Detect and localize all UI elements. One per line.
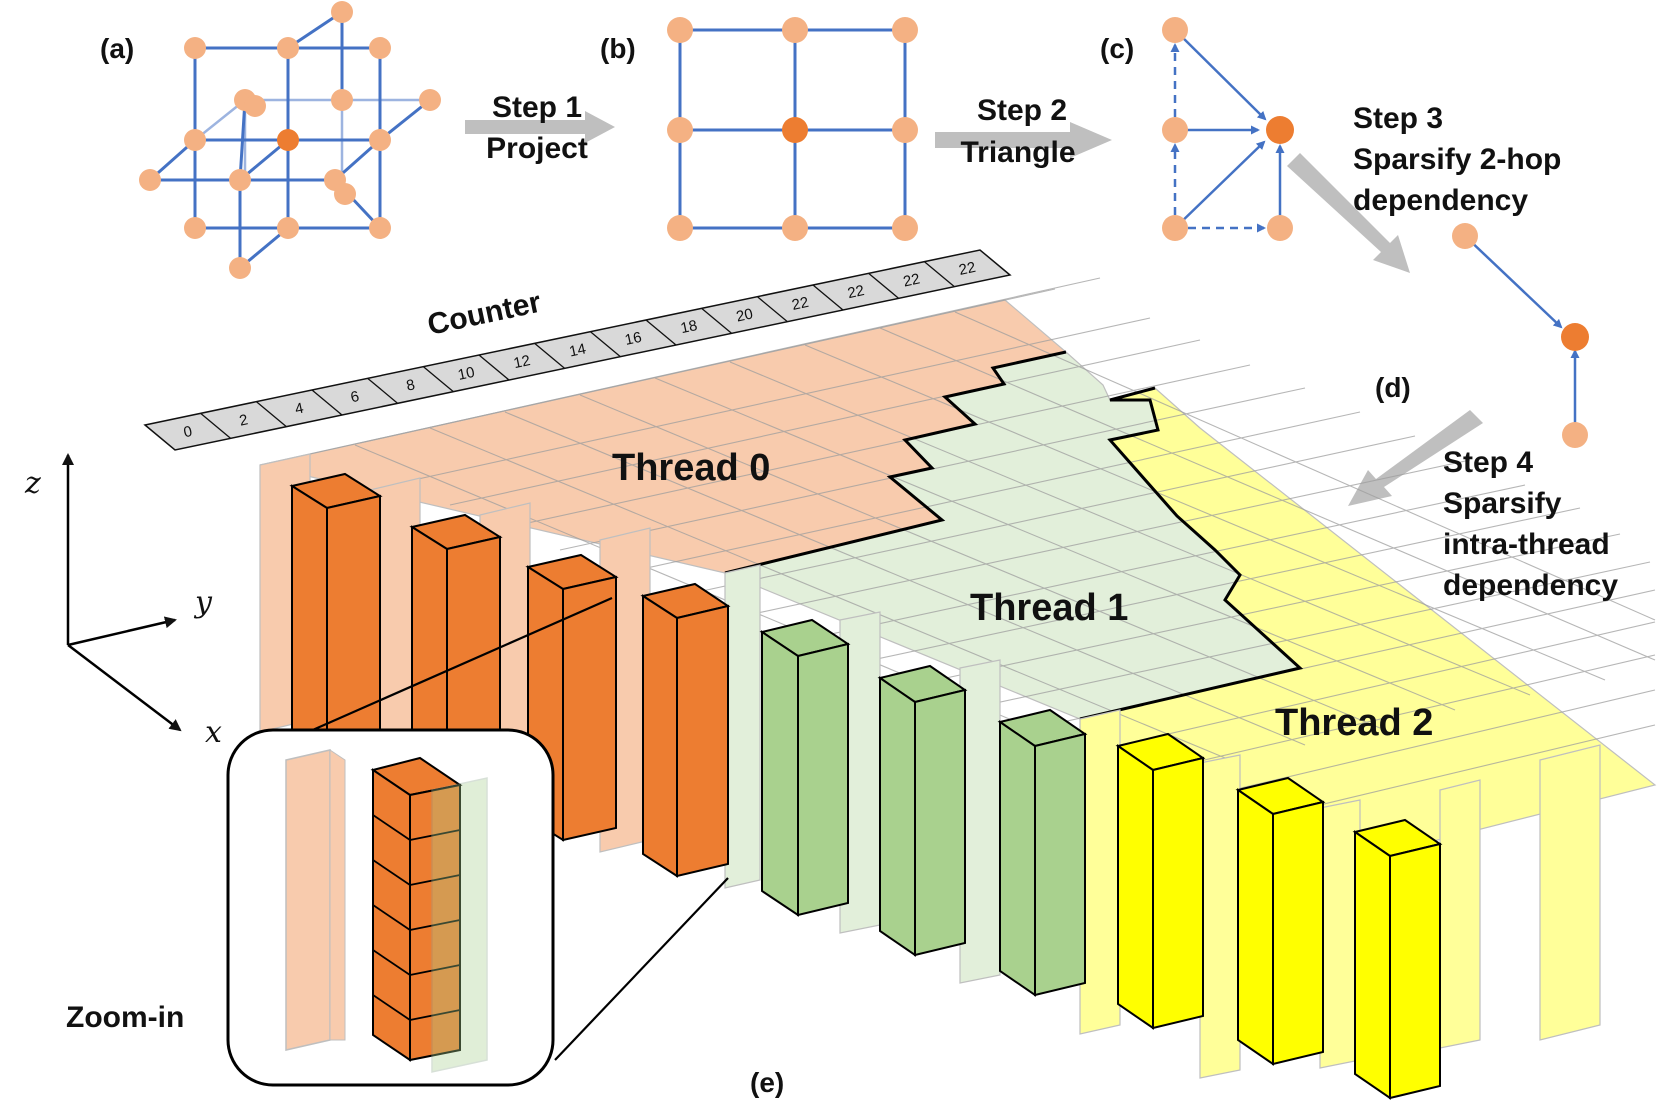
panel-label-e: (e) xyxy=(750,1067,784,1098)
counter-divider xyxy=(367,377,399,404)
thread2-label: Thread 2 xyxy=(1275,702,1433,744)
counter-divider xyxy=(255,401,287,428)
triangle-graph xyxy=(1170,29,1285,233)
thread1-label: Thread 1 xyxy=(970,587,1128,629)
step1-arrow xyxy=(465,111,615,143)
axis-y-label: y xyxy=(193,585,213,620)
counter-divider xyxy=(812,284,844,311)
lattice-nodes xyxy=(139,1,441,279)
panel-label-b: (b) xyxy=(600,33,636,64)
grid-nodes xyxy=(667,17,918,241)
counter-divider xyxy=(645,319,677,346)
counter-cell-value: 0 xyxy=(182,423,194,441)
step2-desc: Triangle xyxy=(960,136,1075,169)
chain-nodes xyxy=(1452,223,1589,448)
counter-cell-value: 12 xyxy=(512,352,532,372)
thread2-bars xyxy=(1115,732,1443,1100)
sparse-chain xyxy=(1464,235,1580,435)
counter-divider xyxy=(756,296,788,323)
step3-arrow xyxy=(1287,153,1410,273)
counter-divider xyxy=(868,272,900,299)
counter-cell-value: 16 xyxy=(623,329,643,349)
counter-cell-value: 22 xyxy=(957,259,977,279)
grid-lines xyxy=(309,277,1656,831)
step4-title: Step 4 xyxy=(1443,446,1533,479)
counter-cell-value: 18 xyxy=(679,317,699,337)
panel-label-a: (a) xyxy=(100,33,134,64)
counter-strip: 0 2 4 6 8 10 12 14 16 18 20 22 22 22 22 xyxy=(143,249,1012,451)
counter-divider xyxy=(589,331,621,358)
step1-desc: Project xyxy=(486,132,588,165)
counter-cell-value: 4 xyxy=(293,400,305,418)
panel-label-c: (c) xyxy=(1100,33,1134,64)
counter-divider xyxy=(311,389,343,416)
step2-title: Step 2 xyxy=(977,94,1067,127)
axes xyxy=(62,453,182,732)
counter-cell-value: 20 xyxy=(735,305,755,325)
counter-divider xyxy=(200,412,232,439)
zoom-lines xyxy=(289,596,729,1061)
step4-desc-line1: Sparsify xyxy=(1443,487,1562,520)
counter-divider xyxy=(478,354,510,381)
step4-desc-line2: intra-thread xyxy=(1443,528,1610,561)
counter-cell-value: 22 xyxy=(902,270,922,290)
counter-divider xyxy=(923,261,955,288)
step4-desc-line3: dependency xyxy=(1443,569,1618,602)
counter-divider xyxy=(701,307,733,334)
step1-title: Step 1 xyxy=(492,91,582,124)
counter-label: Counter xyxy=(425,286,545,342)
counter-divider xyxy=(534,342,566,369)
step2-arrow xyxy=(935,122,1112,158)
axis-x-label: x xyxy=(205,715,222,750)
thread0-label: Thread 0 xyxy=(612,447,770,489)
counter-cell-value: 6 xyxy=(349,388,361,406)
zoom-in-box xyxy=(226,728,555,1087)
step3-title: Step 3 xyxy=(1353,102,1443,135)
step4-arrow xyxy=(1348,410,1483,506)
counter-cell-value: 22 xyxy=(790,294,810,314)
thread-boundaries xyxy=(724,350,1304,721)
counter-divider xyxy=(422,366,454,393)
counter-cell-value: 22 xyxy=(846,282,866,302)
counter-cell-value: 10 xyxy=(456,364,476,384)
step3-desc-line1: Sparsify 2-hop xyxy=(1353,143,1561,176)
step3-desc-line2: dependency xyxy=(1353,184,1528,217)
triangle-nodes xyxy=(1162,17,1294,241)
panel-label-d: (d) xyxy=(1375,372,1411,403)
zoom-in-label: Zoom-in xyxy=(66,1001,184,1034)
counter-cell-value: 8 xyxy=(405,376,417,394)
counter-cell-value: 2 xyxy=(238,411,250,429)
thread1-bars xyxy=(759,618,1088,997)
counter-cell-value: 14 xyxy=(568,340,588,360)
axis-z-label: z xyxy=(24,466,41,501)
